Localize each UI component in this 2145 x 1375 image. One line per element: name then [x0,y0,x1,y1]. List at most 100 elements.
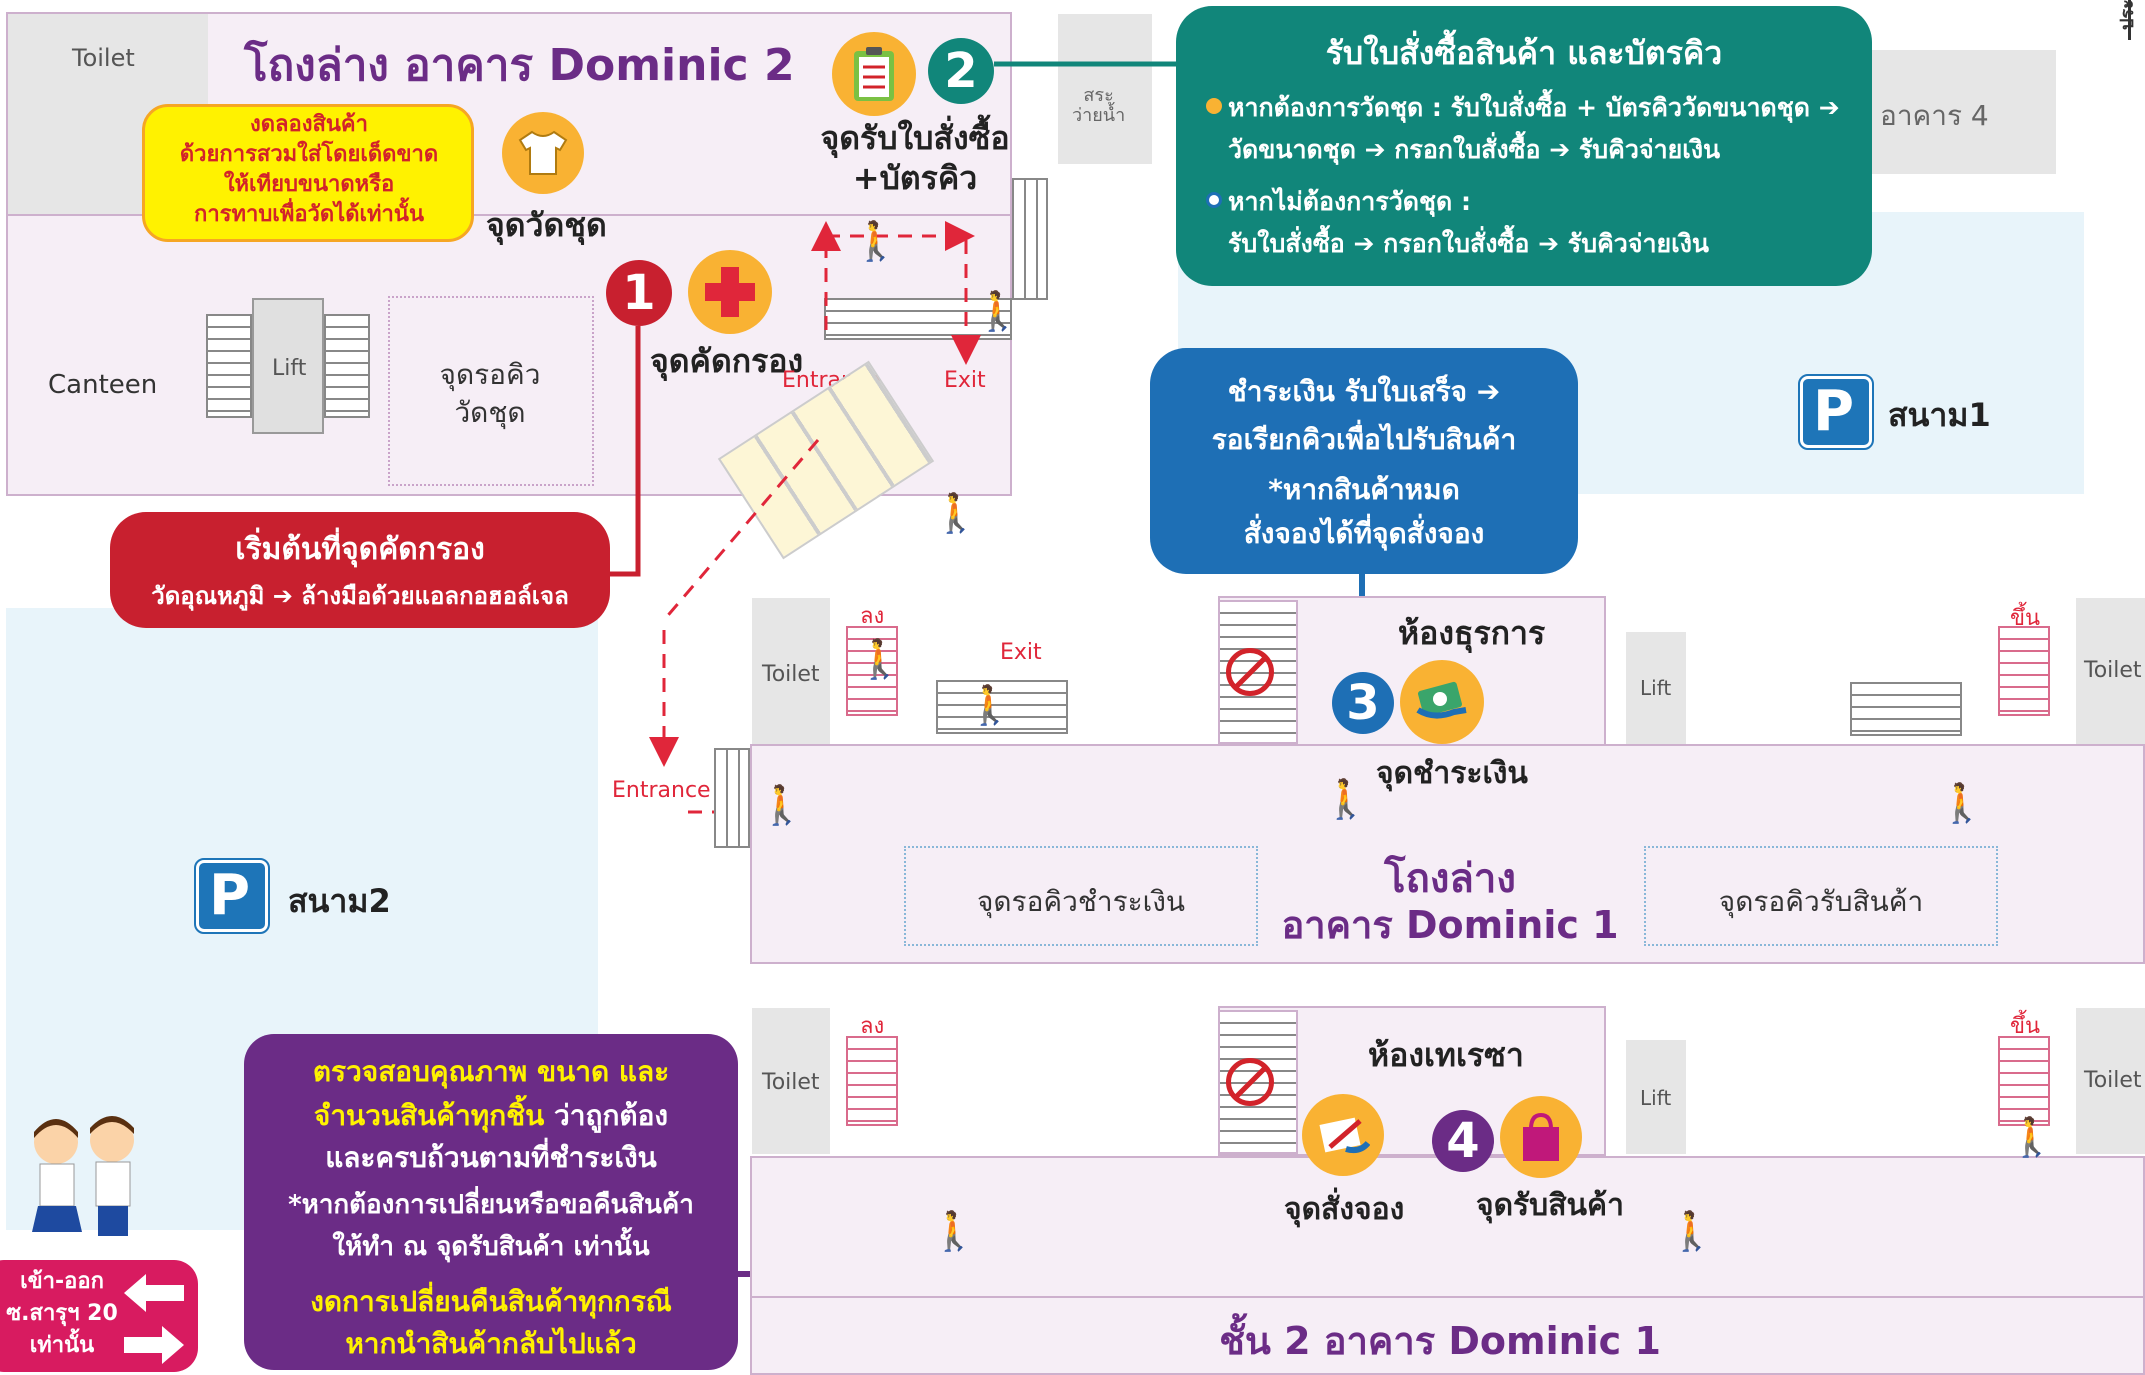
lift-f2-label: Lift [1640,1086,1672,1110]
toilet-d1-left [752,598,830,744]
shirt-icon [502,112,584,194]
lift-f2 [1626,1040,1686,1154]
bullet-blue-icon [1206,192,1222,208]
field2-label: สนาม2 [288,882,391,920]
stairs-d1-down [846,626,898,716]
stairs-d1-exit [936,680,1068,734]
step3-line4: สั่งจองได้ที่จุดสั่งจอง [1243,517,1485,550]
order-point-label: จุดรับใบสั่งซื้อ +บัตรคิว [820,119,1010,197]
reserve-label: จุดสั่งจอง [1284,1192,1405,1227]
step4-number: 4 [1432,1110,1494,1172]
stairs-top-entrance [824,298,1012,340]
step1-number: 1 [606,260,672,326]
walker-icon: 🚶 [932,491,980,535]
wait-pay-label: จุดรอคิวชำระเงิน [976,885,1186,918]
step4-line7: หากนำสินค้ากลับไปแล้ว [345,1327,637,1360]
step2-line3: หากไม่ต้องการวัดชุด : [1228,187,1471,216]
step4-line6: งดการเปลี่ยนคืนสินค้าทุกกรณี [310,1285,672,1318]
clipboard-icon [832,32,916,116]
no-try-on-warning [142,104,474,242]
stairs-up-label: ขึ้น [2010,606,2041,631]
pool-label: สระ ว่ายน้ำ [1072,85,1126,126]
walker-icon: 🚶 [966,683,1014,727]
stairs-d1-entrance [714,748,750,848]
arrow-left-icon [124,1274,184,1312]
step4-line3: และครบถ้วนตามที่ชำระเงิน [325,1141,657,1174]
walker-icon: 🚶 [930,1209,978,1253]
bullet-yellow-icon [1206,98,1222,114]
gate-line [2128,0,2131,40]
measure-point-label: จุดวัดชุด [486,206,607,244]
no-try-on-text: งดลองสินค้า ด้วยการสวมใส่โดยเด็ดขาด ให้เ… [179,112,439,227]
lift-d1-label: Lift [1640,676,1672,700]
stairs-down-label: ลง [860,604,885,629]
walker-icon: 🚶 [852,219,900,263]
toilet-f2-right-label: Toilet [2084,1068,2142,1093]
toilet-d1-left-label: Toilet [762,662,820,687]
step3-bubble: ชำระเงิน รับใบเสร็จ ➔ รอเรียกคิวเพื่อไปร… [1150,348,1578,574]
step2-title: รับใบสั่งซื้อสินค้า และบัตรคิว [1325,34,1723,72]
entry-exit-label: เข้า-ออก ซ.สารุฯ 20 เท่านั้น [6,1269,118,1358]
first-aid-icon [688,250,772,334]
f2-title: ชั้น 2 อาคาร Dominic 1 [1219,1319,1661,1363]
step3-line1: ชำระเงิน รับใบเสร็จ ➔ [1227,375,1501,408]
d2-divider [6,214,1012,216]
step3-number: 3 [1332,672,1394,734]
walker-icon: 🚶 [1322,777,1370,821]
pool [1058,14,1152,164]
walker-icon: 🚶 [1938,781,1986,825]
walker-icon: 🚶 [2008,1115,2056,1159]
parking-field1-icon: P [1798,374,1874,450]
stairs-f2-up [1998,1036,2050,1126]
gate-label: ประตู 4 [2112,0,2141,30]
walker-icon: 🚶 [974,289,1022,333]
floor2-bottom-line [750,1296,2145,1298]
step1-bubble: เริ่มต้นที่จุดคัดกรอง วัดอุณหภูมิ ➔ ล้าง… [110,512,610,628]
students-illustration [16,1112,152,1244]
d1-title-2: อาคาร Dominic 1 [1281,903,1619,947]
step4-line1: ตรวจสอบคุณภาพ ขนาด และ [312,1055,670,1088]
step3-line2: รอเรียกคิวเพื่อไปรับสินค้า [1211,423,1517,456]
stairs-d1-up [1998,626,2050,716]
d1-entrance-label: Entrance [612,778,711,803]
toilet-f2-left-label: Toilet [762,1070,820,1095]
wait-pay-area [904,846,1258,946]
stairs-d1-mid [1850,682,1962,736]
toilet-d1-right [2076,598,2145,744]
step2-line4: รับใบสั่งซื้อ ➔ กรอกใบสั่งซื้อ ➔ รับคิวจ… [1228,229,1710,258]
money-icon [1400,660,1484,744]
no-entry-icon [1226,648,1274,696]
fitting-wait-label: จุดรอคิว วัดชุด [439,358,541,429]
step2-line2: วัดขนาดชุด ➔ กรอกใบสั่งซื้อ ➔ รับคิวจ่าย… [1228,135,1721,164]
step2-line1: หากต้องการวัดชุด : รับใบสั่งซื้อ + บัตรค… [1228,93,1840,122]
lift-d1 [1626,632,1686,744]
step3-line3: *หากสินค้าหมด [1268,473,1460,506]
step1-body: วัดอุณหภูมิ ➔ ล้างมือด้วยแอลกอฮอล์เจล [151,582,569,610]
stairs-d2-left [206,314,252,418]
pickup-label: จุดรับสินค้า [1476,1188,1624,1223]
toilet-f2-right [2076,1008,2145,1154]
lift-d2 [252,298,324,434]
f2-room-label: ห้องเทเรซา [1368,1036,1524,1074]
d2-title: โถงล่าง อาคาร Dominic 2 [244,40,795,91]
parking-field2-icon: P [194,858,270,934]
toilet-d2-label: Toilet [72,44,135,72]
pay-point-label: จุดชำระเงิน [1376,756,1528,791]
lift-d2-label: Lift [272,356,307,381]
top-exit-label: Exit [944,368,986,393]
toilet-d1-right-label: Toilet [2084,658,2142,683]
screen-point-label: จุดคัดกรอง [650,342,804,380]
stairs-d2-right [324,314,370,418]
step4-line2b: ว่าถูกต้อง [544,1099,669,1132]
shopping-bag-icon [1500,1096,1582,1178]
stairs-f2-closed [1218,1010,1298,1154]
step4-line5: ให้ทำ ณ จุดรับสินค้า เท่านั้น [332,1232,650,1262]
field1-label: สนาม1 [1888,396,1991,434]
step4-line4: *หากต้องการเปลี่ยนหรือขอคืนสินค้า [288,1190,694,1220]
step4-line2: จำนวนสินค้าทุกชิ้น ว่าถูกต้อง [244,1094,738,1138]
d1-title-1: โถงล่าง [1384,856,1516,902]
no-entry-f2-icon [1226,1058,1274,1106]
stairs-f2-down [846,1036,898,1126]
reserve-pen-icon [1302,1094,1384,1176]
d1-exit-label: Exit [1000,640,1042,665]
